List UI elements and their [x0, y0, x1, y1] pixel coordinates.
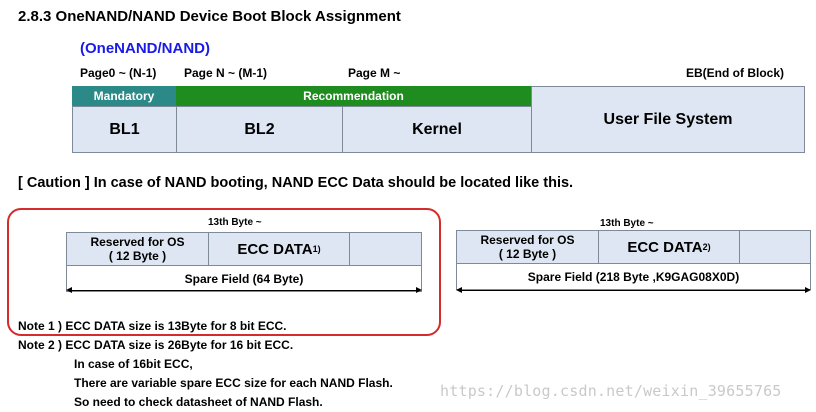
- highlight-frame: [7, 208, 441, 336]
- left-spare-field: Spare Field (64 Byte): [66, 266, 422, 292]
- kernel-block: Kernel: [342, 106, 532, 153]
- note-2-line-4: There are variable spare ECC size for ea…: [74, 376, 393, 390]
- left-byte-label: 13th Byte ~: [208, 217, 262, 228]
- right-reserved-line1: Reserved for OS: [480, 233, 575, 247]
- left-ecc-sup: 1): [312, 244, 321, 254]
- note-2-line-5: So need to check datasheet of NAND Flash…: [74, 395, 323, 409]
- left-reserved-cell: Reserved for OS ( 12 Byte ): [66, 232, 209, 266]
- left-spare-arrow-line: [70, 290, 418, 291]
- right-reserved-cell: Reserved for OS ( 12 Byte ): [456, 230, 599, 264]
- left-empty-cell: [349, 232, 422, 266]
- pageN-label: Page N ~ (M-1): [184, 66, 268, 80]
- left-reserved-line2: ( 12 Byte ): [108, 249, 167, 263]
- watermark-text: https://blog.csdn.net/weixin_39655765: [440, 382, 782, 400]
- right-arrow-left-icon: [456, 287, 462, 293]
- left-ecc-label: ECC DATA: [237, 240, 313, 258]
- diagram-subtitle: (OneNAND/NAND): [80, 40, 210, 57]
- recommendation-header: Recommendation: [176, 86, 531, 106]
- left-reserved-line1: Reserved for OS: [90, 235, 185, 249]
- page0-label: Page0 ~ (N-1): [80, 66, 157, 80]
- right-byte-label: 13th Byte ~: [600, 218, 654, 229]
- caution-text: [ Caution ] In case of NAND booting, NAN…: [18, 175, 574, 191]
- pageM-label: Page M ~: [348, 66, 401, 80]
- right-ecc-label: ECC DATA: [627, 238, 703, 256]
- section-title: 2.8.3 OneNAND/NAND Device Boot Block Ass…: [18, 8, 401, 25]
- left-arrow-right-icon: [416, 287, 422, 293]
- note-2: Note 2 ) ECC DATA size is 26Byte for 16 …: [18, 338, 294, 352]
- user-file-system-block: User File System: [531, 86, 805, 153]
- right-ecc-sup: 2): [702, 242, 711, 252]
- bl2-block: BL2: [176, 106, 343, 153]
- bl1-block: BL1: [72, 106, 177, 153]
- left-arrow-left-icon: [66, 287, 72, 293]
- right-reserved-line2: ( 12 Byte ): [498, 247, 557, 261]
- right-spare-field: Spare Field (218 Byte ,K9GAG08X0D): [456, 264, 811, 290]
- mandatory-header: Mandatory: [72, 86, 176, 106]
- note-1: Note 1 ) ECC DATA size is 13Byte for 8 b…: [18, 319, 287, 333]
- end-of-block-label: EB(End of Block): [686, 66, 784, 80]
- right-empty-cell: [739, 230, 811, 264]
- right-arrow-right-icon: [805, 287, 811, 293]
- right-spare-arrow-line: [460, 290, 807, 291]
- note-2-line-3: In case of 16bit ECC,: [74, 357, 193, 371]
